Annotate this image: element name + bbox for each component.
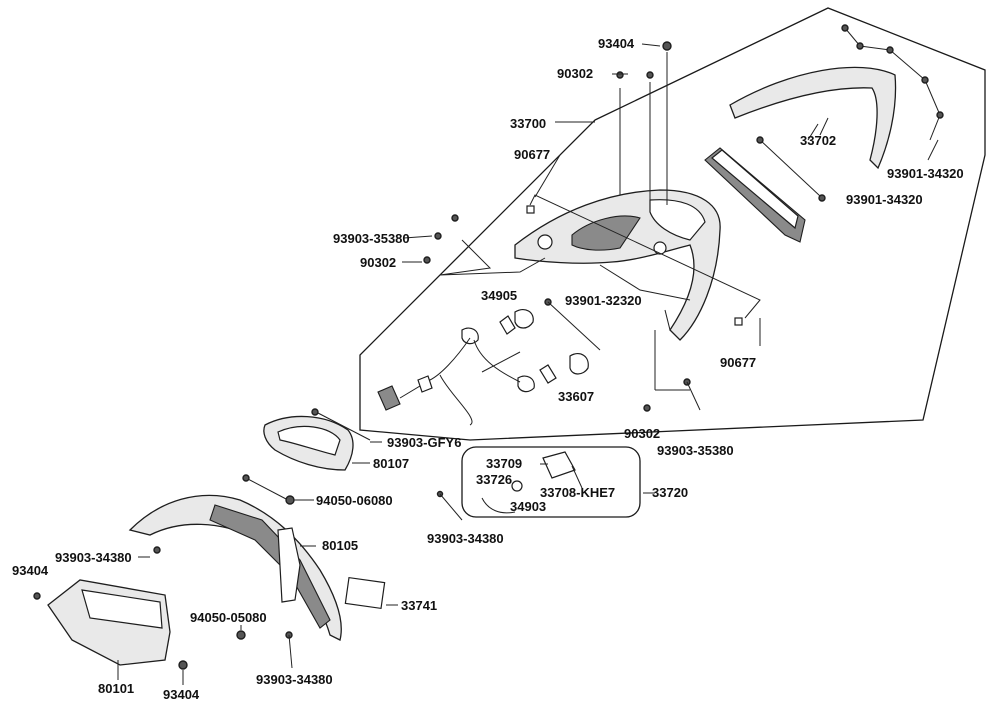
part-80107	[263, 415, 354, 471]
label-93901-32320: 93901-32320	[565, 293, 642, 308]
part-80105-fender	[128, 494, 342, 641]
label-93903-34380-c: 93903-34380	[256, 672, 333, 687]
label-93903-34380-a: 93903-34380	[427, 531, 504, 546]
label-93404-bottom: 93404	[163, 687, 200, 702]
part-80101-tray	[47, 579, 171, 666]
label-93903-34380-b: 93903-34380	[55, 550, 132, 565]
label-80101: 80101	[98, 681, 134, 696]
assembly-outline-33700	[359, 7, 986, 441]
label-34903: 34903	[510, 499, 546, 514]
spoiler-screws	[841, 24, 944, 141]
label-93903-35380-a: 93903-35380	[333, 231, 410, 246]
label-93404-left: 93404	[12, 563, 49, 578]
leader-lines	[117, 43, 819, 685]
label-33709: 33709	[486, 456, 522, 471]
label-90677-right: 90677	[720, 355, 756, 370]
label-93901-34320-b: 93901-34320	[846, 192, 923, 207]
label-90677-top: 90677	[514, 147, 550, 162]
label-33708-khe7: 33708-KHE7	[540, 485, 615, 500]
label-33720: 33720	[652, 485, 688, 500]
label-90302-low: 90302	[624, 426, 660, 441]
label-93901-34320-a: 93901-34320	[887, 166, 964, 181]
bulbs-sockets	[377, 309, 589, 426]
label-80105: 80105	[322, 538, 358, 553]
label-33700: 33700	[510, 116, 546, 131]
screws-top	[423, 41, 743, 412]
label-94050-05080: 94050-05080	[190, 610, 267, 625]
label-33607: 33607	[558, 389, 594, 404]
label-33741: 33741	[401, 598, 437, 613]
group-box-33720	[461, 446, 641, 518]
label-93903-35380-b: 93903-35380	[657, 443, 734, 458]
label-34905: 34905	[481, 288, 517, 303]
label-33702: 33702	[800, 133, 836, 148]
label-33726: 33726	[476, 472, 512, 487]
part-33741	[344, 576, 386, 610]
taillight-housing-33700	[514, 189, 721, 341]
label-90302-mid: 90302	[360, 255, 396, 270]
label-80107: 80107	[373, 456, 409, 471]
label-90302-top: 90302	[557, 66, 593, 81]
label-93903-gfy6: 93903-GFY6	[387, 435, 461, 450]
label-93404-top: 93404	[598, 36, 635, 51]
label-94050-06080: 94050-06080	[316, 493, 393, 508]
led-brake-bar	[704, 147, 806, 243]
spoiler-33702	[729, 66, 897, 170]
